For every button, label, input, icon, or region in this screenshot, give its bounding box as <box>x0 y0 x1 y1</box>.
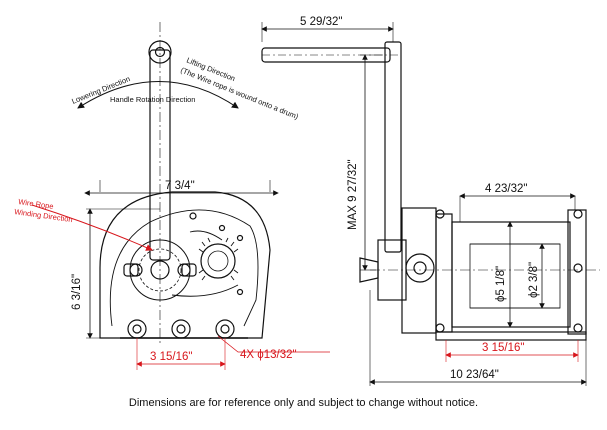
dim-drum-2-3-8: ϕ2 3/8" <box>528 262 540 298</box>
dim-7-3-4: 7 3/4" <box>165 180 195 192</box>
labels: Lowering Direction Lifting Direction (Th… <box>14 16 540 381</box>
dim-5-29-32: 5 29/32" <box>300 16 342 28</box>
handle-rotation-label: Handle Rotation Direction <box>110 95 195 104</box>
side-view <box>261 22 600 386</box>
dim-4-23-32: 4 23/32" <box>485 183 527 195</box>
dim-3-15-16-left: 3 15/16" <box>150 351 192 363</box>
dim-drum-5-1-8: ϕ5 1/8" <box>495 266 507 302</box>
dim-3-15-16-right: 3 15/16" <box>482 342 524 354</box>
side-base-dim <box>445 340 579 362</box>
wire-rope-direction <box>31 204 330 370</box>
dim-max-9-27-32: MAX 9 27/32" <box>347 159 359 230</box>
dim-6-3-16: 6 3/16" <box>71 274 83 310</box>
dim-10-23-64: 10 23/64" <box>450 369 499 381</box>
wire-wound-note: (The Wire rope is wound onto a drum) <box>179 66 300 122</box>
winding-direction-label: Winding Direction <box>14 207 73 224</box>
front-view <box>77 22 279 345</box>
disclaimer-note: Dimensions are for reference only and su… <box>128 397 479 409</box>
dim-holes: 4X ϕ13/32" <box>240 349 297 361</box>
